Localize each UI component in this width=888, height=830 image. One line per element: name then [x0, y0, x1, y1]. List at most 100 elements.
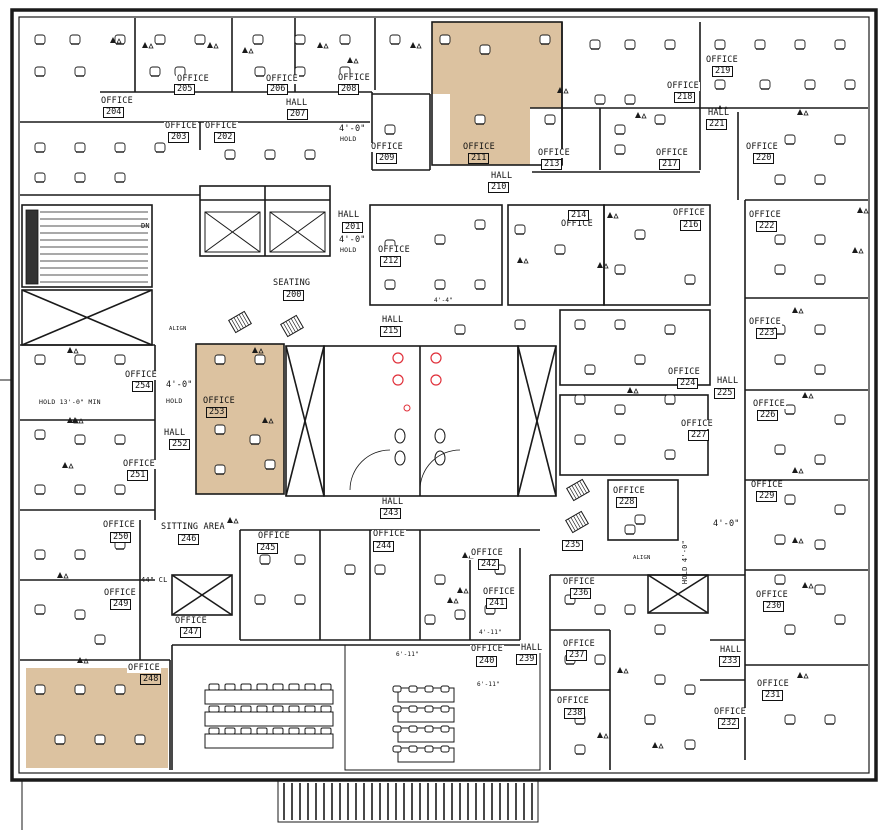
- hall-210-label: HALL: [490, 171, 514, 181]
- hall-225-label: HALL: [716, 376, 740, 386]
- office-223-number: 223: [756, 328, 778, 339]
- hold-dim-d: 4'-0": [713, 519, 740, 529]
- office-226-number: 226: [757, 410, 779, 421]
- office-245-label: OFFICE: [257, 531, 291, 541]
- stair-dn-note: DN: [141, 222, 150, 230]
- office-209-label: OFFICE: [370, 142, 404, 152]
- office-214-label: OFFICE: [560, 219, 594, 229]
- office-247-number: 247: [180, 627, 202, 638]
- office-253-label: OFFICE: [203, 396, 235, 406]
- office-206-number: 206: [267, 84, 289, 95]
- hold-13ft-note: HOLD 13'-0" MIN: [39, 398, 101, 406]
- office-205-label: OFFICE: [176, 74, 210, 84]
- office-206-label: OFFICE: [265, 74, 299, 84]
- office-212-label: OFFICE: [377, 245, 411, 255]
- hall-252-label: HALL: [163, 428, 187, 438]
- office-230-number: 230: [763, 601, 785, 612]
- office-247-label: OFFICE: [174, 616, 208, 626]
- office-232-label: OFFICE: [713, 707, 747, 717]
- hall-201-label: HALL: [337, 210, 361, 220]
- hall-239-label: HALL: [520, 643, 544, 653]
- office-250-label: OFFICE: [102, 520, 136, 530]
- office-202-number: 202: [214, 132, 236, 143]
- hall-201-number: 201: [342, 222, 364, 233]
- office-240-label: OFFICE: [470, 644, 504, 654]
- office-230-label: OFFICE: [755, 590, 789, 600]
- office-203-label: OFFICE: [164, 121, 198, 131]
- office-229-label: OFFICE: [750, 480, 784, 490]
- office-229-number: 229: [756, 491, 778, 502]
- hold-note-b: HOLD: [340, 246, 357, 254]
- office-213-number: 213: [541, 159, 563, 170]
- sitting-area-label: SITTING AREA: [160, 522, 226, 532]
- office-216-label: OFFICE: [672, 208, 706, 218]
- office-208-number: 208: [338, 84, 360, 95]
- office-218-number: 218: [674, 92, 696, 103]
- office-219-label: OFFICE: [705, 55, 739, 65]
- office-228-number: 228: [616, 497, 638, 508]
- hold-note-a: HOLD: [340, 135, 357, 143]
- hall-215-number: 215: [380, 326, 402, 337]
- office-244-number: 244: [373, 541, 395, 552]
- office-226-label: OFFICE: [752, 399, 786, 409]
- office-202-label: OFFICE: [204, 121, 238, 131]
- entry-stair: [277, 779, 539, 823]
- hold-dim-b: 4'-0": [339, 235, 366, 245]
- office-220-label: OFFICE: [745, 142, 779, 152]
- office-211-number: 211: [468, 153, 490, 164]
- office-212-number: 212: [380, 256, 402, 267]
- conference-tables: [204, 683, 455, 763]
- hall-210-number: 210: [488, 182, 510, 193]
- office-254-number: 254: [132, 381, 154, 392]
- office-231-label: OFFICE: [756, 679, 790, 689]
- office-228-label: OFFICE: [612, 486, 646, 496]
- office-231-number: 231: [762, 690, 784, 701]
- clearance-note: 44" CL: [141, 576, 168, 584]
- office-248-number: 248: [140, 674, 162, 685]
- hall-221-label: HALL: [707, 108, 731, 118]
- furniture: [34, 34, 869, 755]
- office-248-label: OFFICE: [127, 663, 161, 673]
- hall-233-number: 233: [719, 656, 741, 667]
- interior-walls: [20, 18, 868, 771]
- sitting-area-number: 246: [178, 534, 200, 545]
- office-242-label: OFFICE: [470, 548, 504, 558]
- highlight-office-211: [432, 22, 562, 165]
- office-253-number: 253: [206, 407, 228, 418]
- office-250-number: 250: [110, 532, 132, 543]
- hall-215-label: HALL: [381, 315, 405, 325]
- office-237-label: OFFICE: [562, 639, 596, 649]
- office-232-number: 232: [718, 718, 740, 729]
- stair-treads: [25, 209, 148, 285]
- align-note-b: ALIGN: [633, 555, 651, 561]
- office-227-label: OFFICE: [680, 419, 714, 429]
- dim-note-c: 4'-11": [479, 629, 502, 636]
- office-224-number: 224: [677, 378, 699, 389]
- office-216-number: 216: [680, 220, 702, 231]
- office-227-number: 227: [688, 430, 710, 441]
- elevators: [204, 211, 326, 253]
- office-242-number: 242: [478, 559, 500, 570]
- hall-252-number: 252: [169, 439, 191, 450]
- office-223-label: OFFICE: [748, 317, 782, 327]
- office-245-number: 245: [257, 543, 279, 554]
- hall-239-number: 239: [516, 654, 538, 665]
- hall-233-label: HALL: [719, 645, 743, 655]
- office-208-label: OFFICE: [337, 73, 371, 83]
- office-237-number: 237: [566, 650, 588, 661]
- office-219-number: 219: [712, 66, 734, 77]
- dim-note-d: 4'-4": [434, 297, 454, 304]
- office-222-number: 222: [756, 221, 778, 232]
- hall-207-label: HALL: [285, 98, 309, 108]
- dim-note-a: 6'-11": [396, 651, 419, 658]
- office-249-number: 249: [110, 599, 132, 610]
- office-209-number: 209: [376, 153, 398, 164]
- office-213-label: OFFICE: [537, 148, 571, 158]
- office-217-number: 217: [659, 159, 681, 170]
- office-205-number: 205: [174, 84, 196, 95]
- office-211-label: OFFICE: [463, 142, 495, 152]
- hall-225-number: 225: [714, 388, 736, 399]
- office-236-number: 236: [570, 588, 592, 599]
- hall-207-number: 207: [287, 109, 309, 120]
